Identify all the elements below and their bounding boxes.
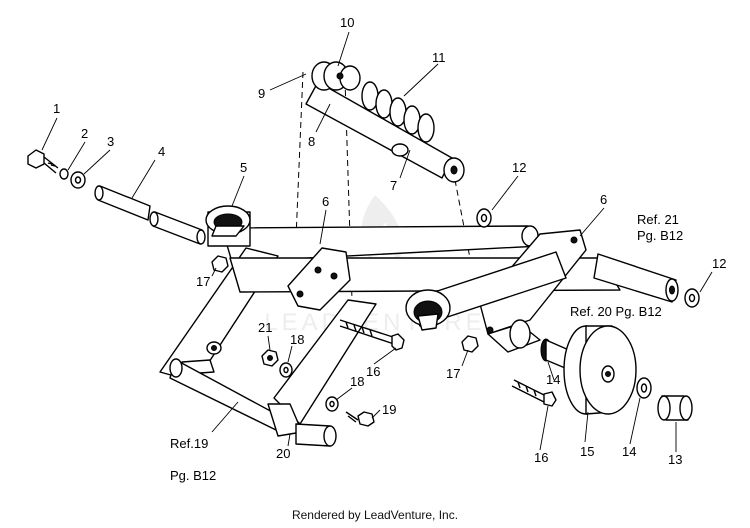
washer-3 [70, 171, 86, 189]
callout-13: 13 [668, 452, 682, 467]
bushing-front-right [405, 289, 451, 331]
washer-12-right [684, 288, 700, 308]
callout-18b: 18 [350, 374, 364, 389]
callout-14b: 14 [622, 444, 636, 459]
callout-14a: 14 [546, 372, 560, 387]
leader-lines [41, 31, 713, 452]
idler-wheel-15 [563, 325, 637, 415]
ref-19-line2: Pg. B12 [170, 468, 216, 483]
callout-15: 15 [580, 444, 594, 459]
washer-18-lower [325, 396, 339, 412]
ref-21-line2: Pg. B12 [637, 228, 683, 243]
callout-5: 5 [240, 160, 247, 175]
callout-7: 7 [390, 178, 397, 193]
callout-18a: 18 [290, 332, 304, 347]
nut-17-right [461, 335, 479, 353]
bolt-16-center [339, 319, 405, 351]
callout-17b: 17 [446, 366, 460, 381]
callout-8: 8 [308, 134, 315, 149]
bushing-5 [205, 205, 251, 247]
footer-credit: Rendered by LeadVenture, Inc. [291, 508, 459, 522]
callout-17a: 17 [196, 274, 210, 289]
callout-1: 1 [53, 101, 60, 116]
callout-2: 2 [81, 126, 88, 141]
washer-14 [636, 377, 652, 399]
callout-12a: 12 [512, 160, 526, 175]
callout-9: 9 [258, 86, 265, 101]
spacer-13 [657, 395, 693, 421]
washer-18-upper [279, 362, 293, 378]
callout-6a: 6 [322, 194, 329, 209]
bolt-1 [27, 149, 59, 174]
callout-4: 4 [158, 144, 165, 159]
nut-17-left [211, 255, 229, 273]
callout-12b: 12 [712, 256, 726, 271]
callout-21: 21 [258, 320, 272, 335]
washer-2 [59, 168, 69, 180]
shock-absorber [305, 61, 465, 183]
callout-16a: 16 [366, 364, 380, 379]
callout-11: 11 [432, 50, 446, 65]
ref-19-line1: Ref.19 [170, 436, 208, 451]
shaft-4 [94, 185, 206, 245]
callout-labels: 1 2 3 4 5 6 6 7 8 9 10 11 12 12 13 14 14… [53, 15, 726, 483]
callout-19: 19 [382, 402, 396, 417]
bolt-16-right [511, 379, 557, 407]
bolt-19 [345, 411, 375, 427]
callout-3: 3 [107, 134, 114, 149]
callout-20: 20 [276, 446, 290, 461]
callout-10: 10 [340, 15, 354, 30]
bracket-6-left [287, 247, 351, 311]
ref-21-line1: Ref. 21 [637, 212, 679, 227]
ref-20: Ref. 20 Pg. B12 [570, 304, 662, 319]
coil-spring-11 [361, 81, 435, 143]
washer-12-upper [476, 208, 492, 228]
nut-21 [261, 349, 279, 367]
callout-6b: 6 [600, 192, 607, 207]
callout-16b: 16 [534, 450, 548, 465]
